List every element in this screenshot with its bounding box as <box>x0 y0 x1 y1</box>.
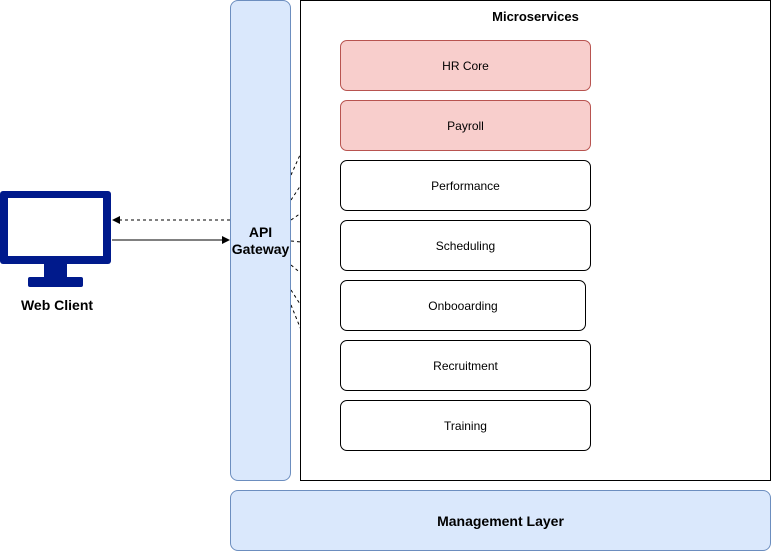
service-onboarding[interactable]: Onbooarding <box>340 280 586 331</box>
service-label: HR Core <box>442 58 489 73</box>
service-recruitment[interactable]: Recruitment <box>340 340 591 391</box>
service-label: Performance <box>431 178 500 193</box>
service-training[interactable]: Training <box>340 400 591 451</box>
api-gateway[interactable] <box>230 0 291 481</box>
monitor-icon <box>0 191 111 287</box>
service-payroll[interactable]: Payroll <box>340 100 591 151</box>
service-label: Training <box>444 418 487 433</box>
management-layer[interactable]: Management Layer <box>230 490 771 551</box>
gateway-to-hr-core-connector <box>290 65 341 176</box>
service-label: Scheduling <box>435 238 496 253</box>
microservices-title: Microservices <box>492 9 579 24</box>
service-hr-core[interactable]: HR Core <box>340 40 591 91</box>
web-client-label: Web Client <box>20 297 94 313</box>
service-scheduling[interactable]: Scheduling <box>340 220 591 271</box>
api-gateway-label: API Gateway <box>231 224 290 257</box>
service-label: Recruitment <box>433 358 498 373</box>
service-performance[interactable]: Performance <box>340 160 591 211</box>
service-label: Onbooarding <box>428 298 498 313</box>
service-label: Payroll <box>447 118 484 133</box>
management-layer-label: Management Layer <box>437 512 564 529</box>
